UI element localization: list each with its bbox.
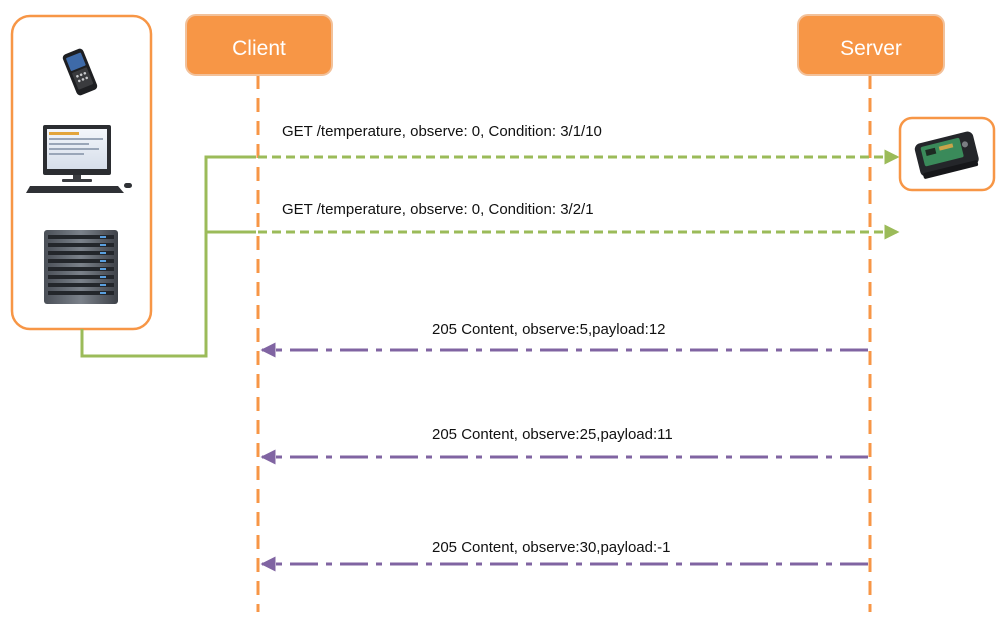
server-rack-icon — [44, 230, 118, 304]
client-participant: Client — [185, 14, 333, 76]
response-label-3: 205 Content, observe:30,payload:-1 — [432, 539, 671, 556]
mobile-phone-icon — [62, 48, 98, 96]
response-label-2: 205 Content, observe:25,payload:11 — [432, 426, 673, 443]
client-label: Client — [232, 37, 286, 60]
desktop-computer-icon — [26, 125, 132, 193]
server-participant: Server — [797, 14, 945, 76]
server-label: Server — [840, 37, 902, 60]
sensor-device-icon — [914, 131, 979, 179]
sensor-device — [898, 116, 996, 192]
request-label-1: GET /temperature, observe: 0, Condition:… — [282, 123, 602, 140]
client-connector-line — [80, 155, 256, 358]
request-label-2: GET /temperature, observe: 0, Condition:… — [282, 201, 594, 218]
response-label-1: 205 Content, observe:5,payload:12 — [432, 321, 666, 338]
